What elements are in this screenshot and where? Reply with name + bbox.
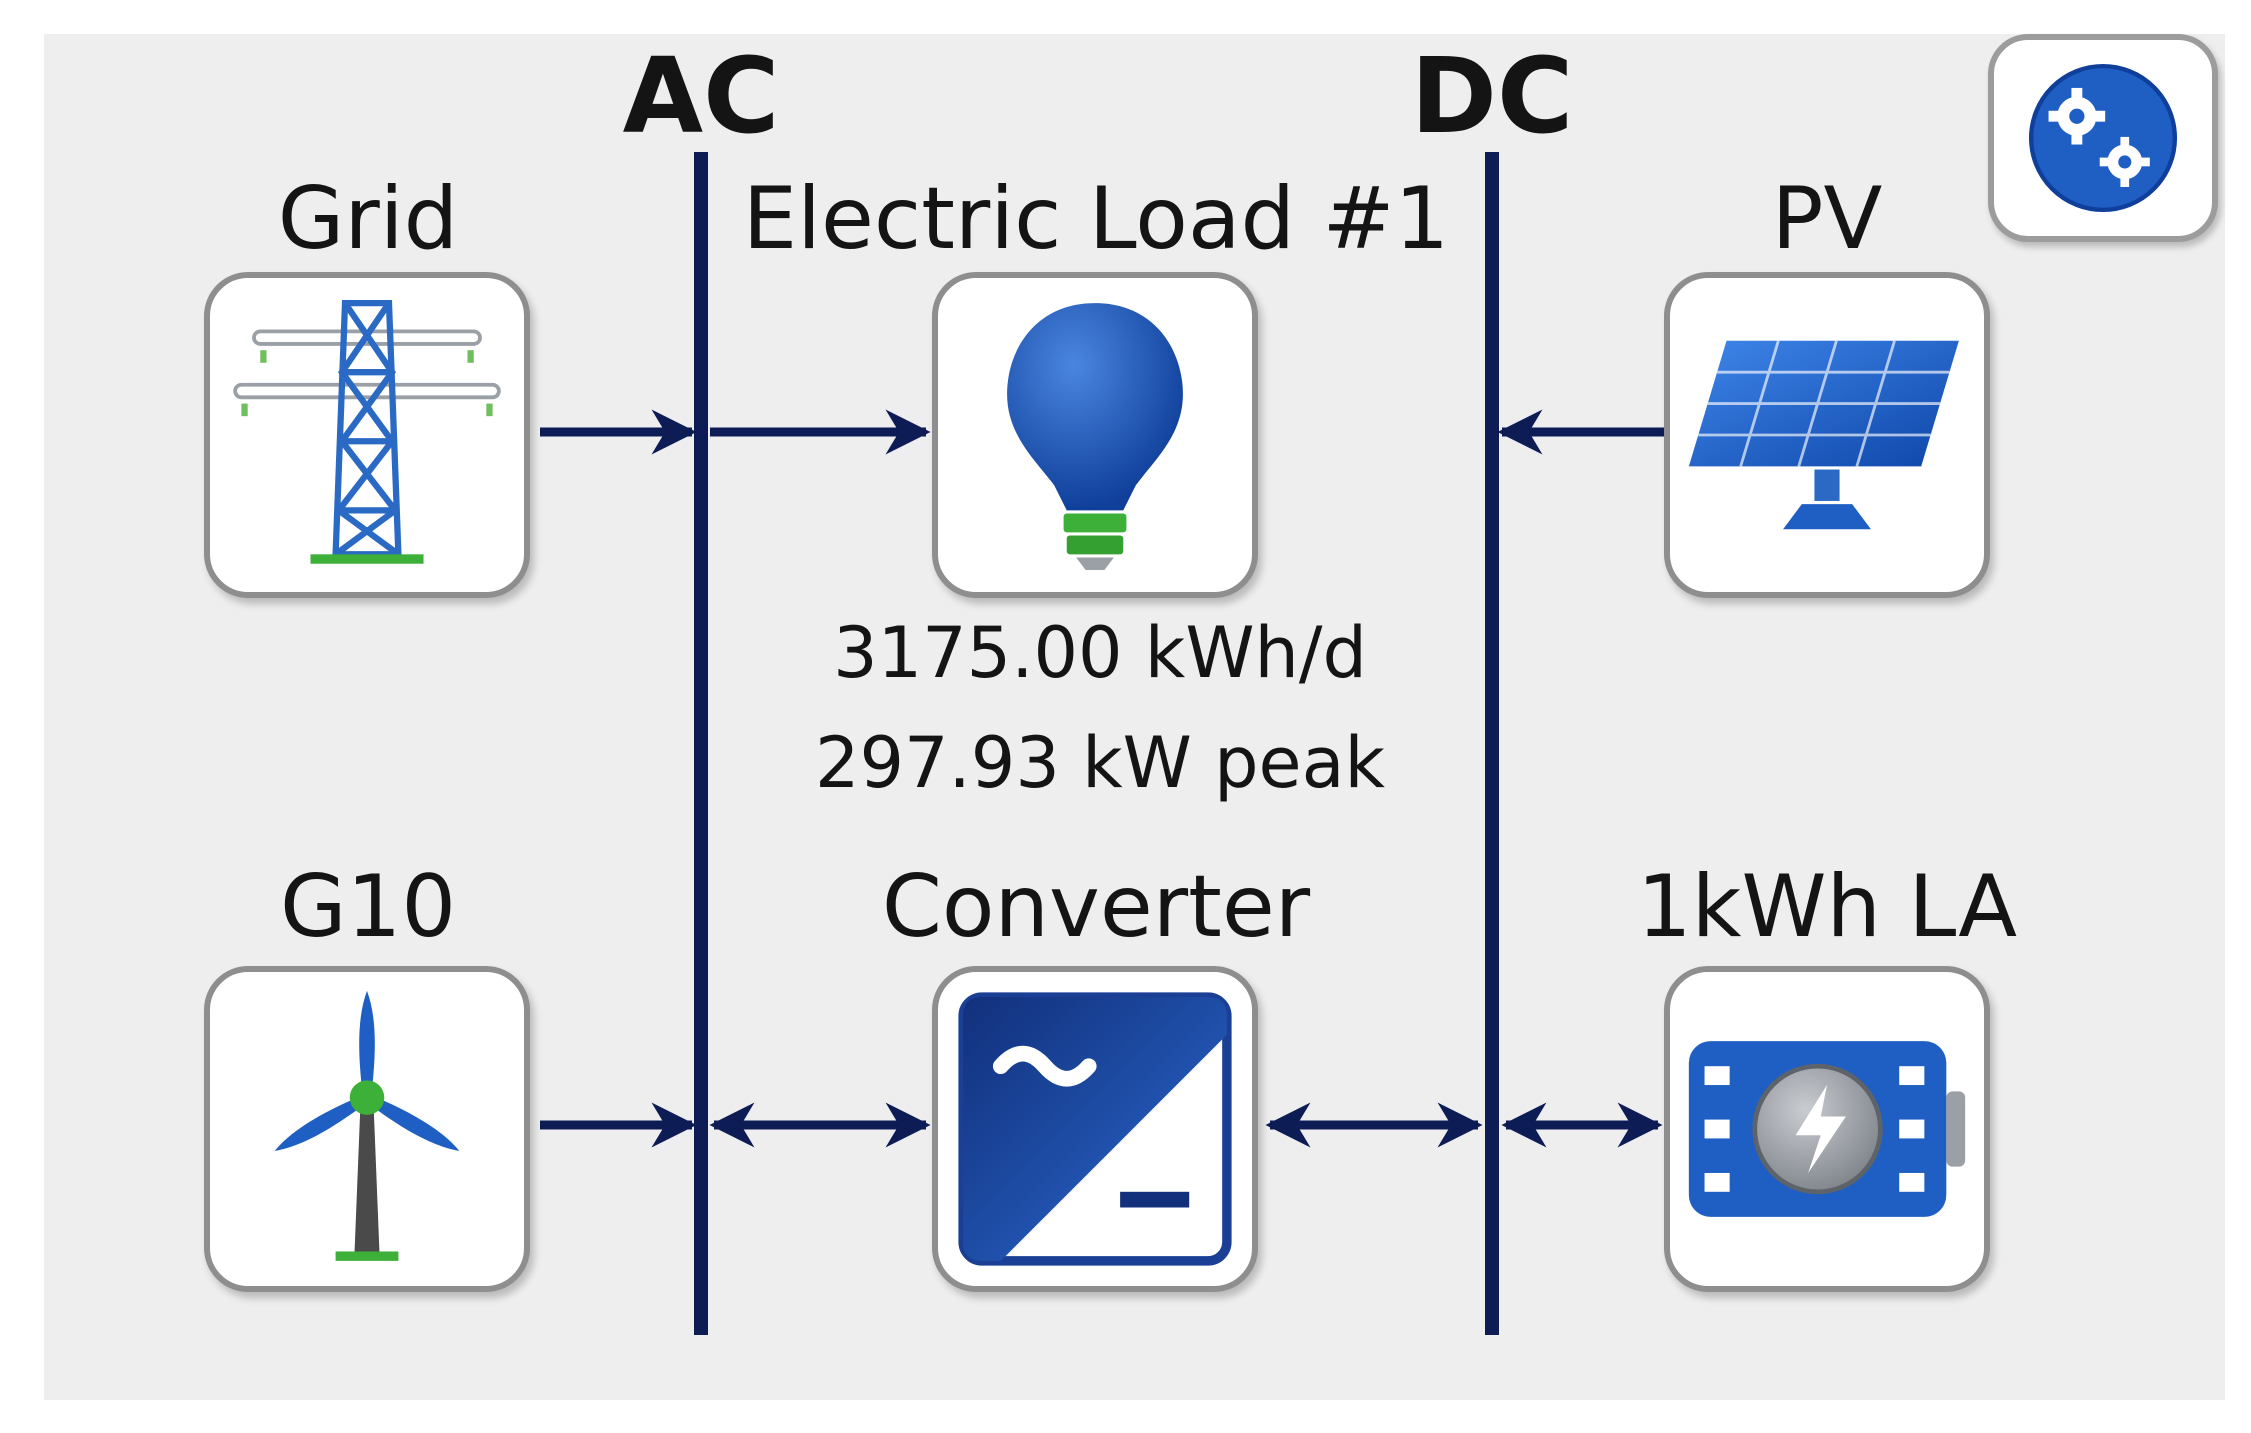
battery-icon: [1688, 1041, 1966, 1217]
grid-label: Grid: [277, 169, 459, 269]
load-component[interactable]: [932, 272, 1258, 598]
converter-icon: [958, 992, 1232, 1266]
wind-turbine-icon: [274, 990, 460, 1261]
converter-label: Converter: [881, 857, 1311, 957]
gears-icon: [2028, 63, 2178, 213]
light-bulb-icon: [1007, 303, 1183, 571]
solar-panel-icon: [1688, 340, 1959, 530]
wind-label: G10: [279, 857, 457, 957]
converter-component[interactable]: [932, 966, 1258, 1292]
pv-component[interactable]: [1664, 272, 1990, 598]
wind-component[interactable]: [204, 966, 530, 1292]
load-label: Electric Load #1: [742, 169, 1450, 269]
dc-bus-label: DC: [1410, 35, 1574, 157]
grid-component[interactable]: [204, 272, 530, 598]
settings-button[interactable]: [1988, 34, 2218, 242]
battery-component[interactable]: [1664, 966, 1990, 1292]
transmission-tower-icon: [233, 299, 501, 564]
pv-label: PV: [1771, 169, 1883, 269]
ac-bus-label: AC: [622, 35, 780, 157]
load-peak-power: 297.93 kW peak: [814, 722, 1386, 804]
battery-label: 1kWh LA: [1636, 857, 2018, 957]
load-daily-energy: 3175.00 kWh/d: [833, 612, 1367, 694]
